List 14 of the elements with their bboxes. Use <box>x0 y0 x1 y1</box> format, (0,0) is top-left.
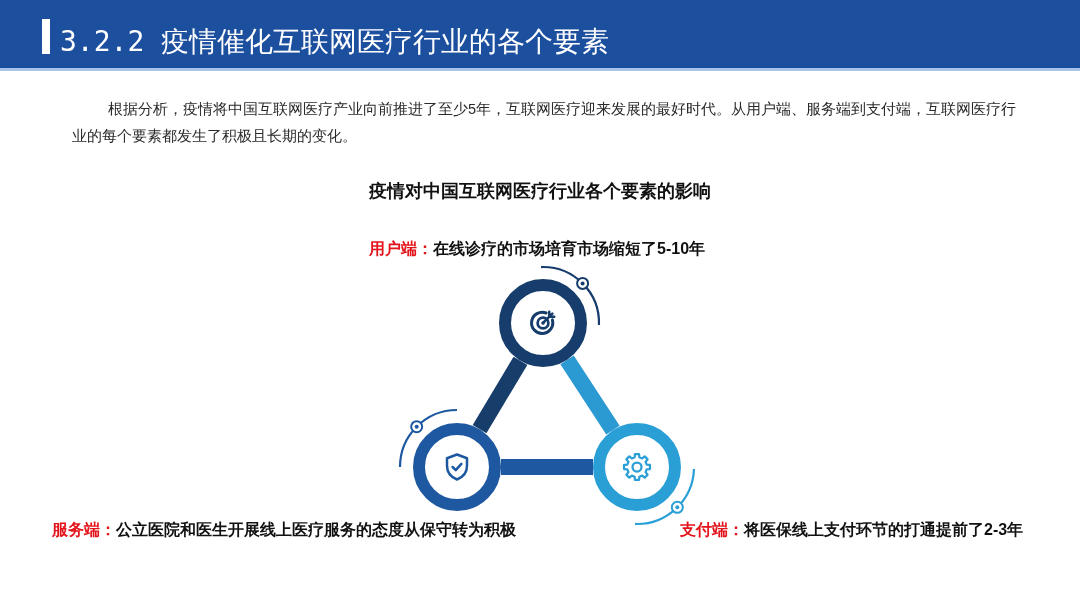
description-text: 将医保线上支付环节的打通提前了2-3年 <box>744 521 1024 538</box>
connector-bar <box>501 459 593 475</box>
slide-title: 3.2.2 疫情催化互联网医疗行业的各个要素 <box>60 24 610 60</box>
connector-bar <box>472 356 528 434</box>
connector-bar <box>560 355 620 435</box>
ring-node <box>593 423 681 511</box>
diagram-title: 疫情对中国互联网医疗行业各个要素的影响 <box>368 180 712 202</box>
category-label: 用户端： <box>369 240 433 257</box>
category-label: 服务端： <box>52 521 116 538</box>
ring-node <box>499 279 587 367</box>
description-text: 在线诊疗的市场培育市场缩短了5-10年 <box>433 240 706 257</box>
category-label: 支付端： <box>680 521 744 538</box>
intro-paragraph: 根据分析，疫情将中国互联网医疗产业向前推进了至少5年，互联网医疗迎来发展的最好时代。从用户端、服务端到支付端，互联网医疗行业的每个要素都发生了积极且长期的变化。 <box>72 100 1017 146</box>
description-text: 公立医院和医生开展线上医疗服务的态度从保守转为积极 <box>116 521 516 538</box>
